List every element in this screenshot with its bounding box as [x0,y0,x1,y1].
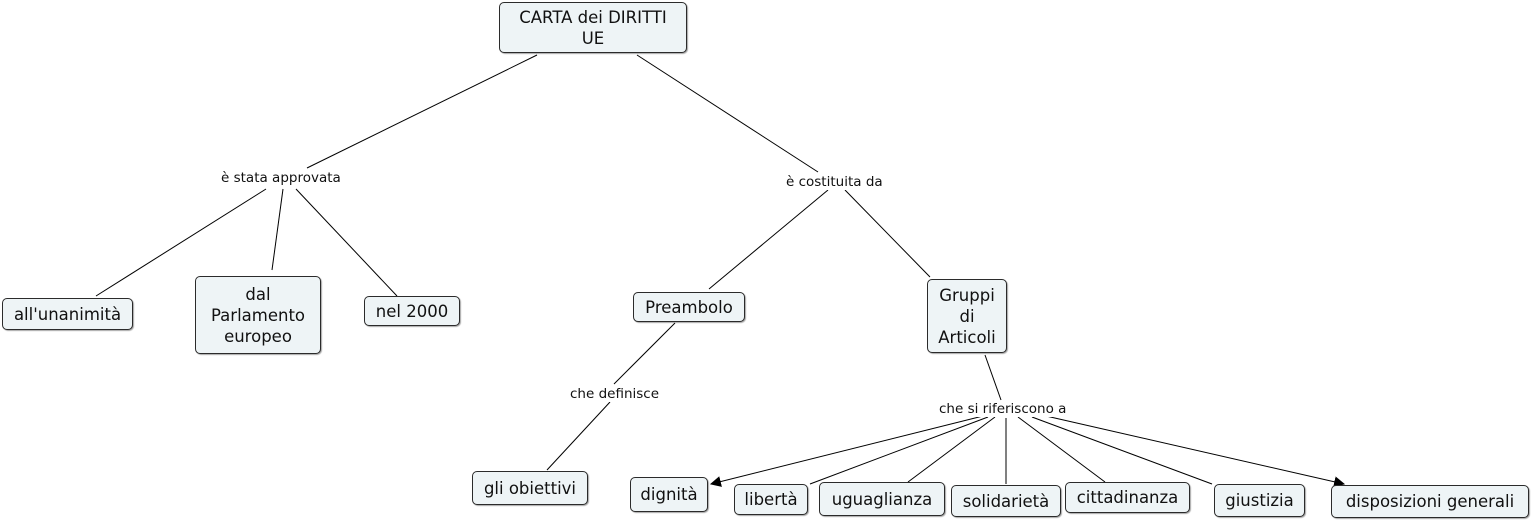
connector-riferiscono-liberta [809,416,989,485]
link-label-approvata: è stata approvata [219,170,343,186]
link-label-riferiscono: che si riferiscono a [937,401,1069,417]
connector-riferiscono-disposizioni [1045,415,1346,488]
node-uguaglianza[interactable]: uguaglianza [819,482,945,516]
node-liberta-label: libertà [744,490,798,509]
connector-riferiscono-dignita [709,415,984,487]
node-preambolo-label: Preambolo [645,297,733,317]
node-anno2000-label: nel 2000 [375,301,449,321]
connector-gruppi-riferiscono [984,354,1002,401]
node-unanimita-label: all'unanimità [13,304,122,324]
node-unanimita[interactable]: all'unanimità [2,298,133,330]
connector-riferiscono-uguaglianza [907,416,996,483]
node-anno2000[interactable]: nel 2000 [364,296,460,326]
node-obiettivi-label: gli obiettivi [483,478,577,498]
connector-approvata-unanimita [95,188,267,297]
node-root[interactable]: CARTA dei DIRITTI UE [499,2,687,53]
node-obiettivi[interactable]: gli obiettivi [472,471,588,505]
connector-costituita-preambolo [708,189,829,290]
node-cittadinanza-label: cittadinanza [1076,488,1179,507]
connector-preambolo-definisce [613,322,676,385]
connector-approvata-parlamento [271,188,284,271]
link-label-definisce: che definisce [568,386,662,402]
node-parlamento-label: dal Parlamento europeo [210,284,306,346]
node-preambolo[interactable]: Preambolo [633,292,745,322]
node-solidarieta-label: solidarietà [962,491,1050,511]
connector-root-costituita [636,54,819,173]
node-dignita-label: dignità [640,485,698,504]
connector-approvata-anno2000 [295,188,398,297]
link-label-costituita: è costituita da [784,174,885,190]
node-giustizia-label: giustizia [1225,491,1294,510]
node-uguaglianza-label: uguaglianza [831,489,933,509]
node-giustizia[interactable]: giustizia [1214,484,1305,517]
node-cittadinanza[interactable]: cittadinanza [1065,482,1190,513]
node-disposizioni[interactable]: disposizioni generali [1331,485,1529,518]
connector-costituita-gruppi [844,189,931,278]
connector-root-approvata [306,54,538,169]
connector-riferiscono-cittadinanza [1017,416,1106,483]
node-liberta[interactable]: libertà [734,484,808,515]
node-gruppi[interactable]: Gruppi di Articoli [927,279,1007,353]
node-dignita[interactable]: dignità [630,477,708,512]
node-root-label: CARTA dei DIRITTI UE [519,7,667,48]
node-parlamento[interactable]: dal Parlamento europeo [195,276,321,354]
node-solidarieta[interactable]: solidarietà [951,485,1061,517]
node-gruppi-label: Gruppi di Articoli [938,285,996,347]
node-disposizioni-label: disposizioni generali [1345,492,1515,511]
connector-riferiscono-giustizia [1031,416,1213,485]
connector-definisce-obiettivi [546,401,611,471]
